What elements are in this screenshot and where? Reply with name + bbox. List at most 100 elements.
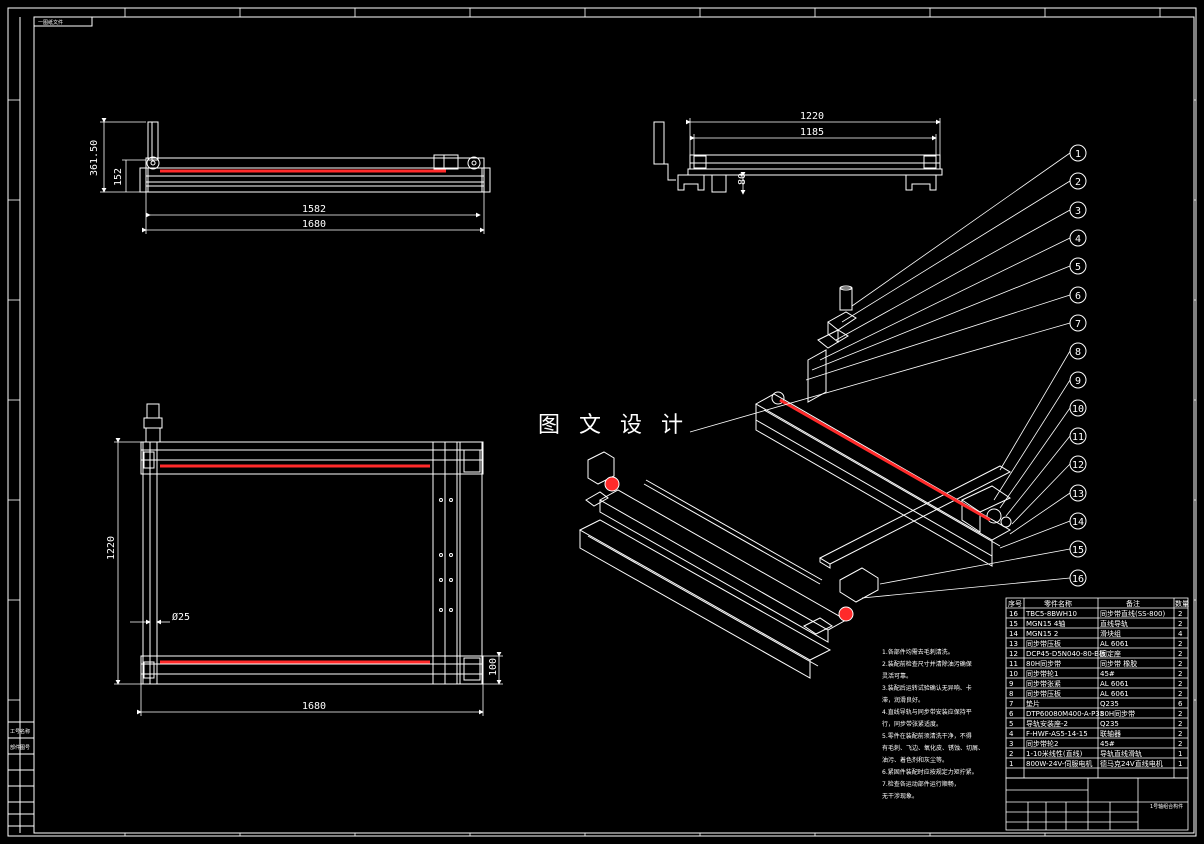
balloon-9: 9: [1075, 376, 1081, 387]
table-row: 2: [1009, 750, 1013, 758]
table-row: 4: [1178, 630, 1183, 638]
balloon-1: 1: [1075, 149, 1081, 160]
table-row: 同步带直线(SS-800): [1100, 609, 1166, 618]
table-row: 2: [1178, 620, 1182, 628]
balloon-8: 8: [1075, 347, 1081, 358]
iso-belt-upper: [779, 398, 991, 522]
table-row: 6: [1009, 710, 1014, 718]
table-row: 1-10米线性(直线): [1026, 749, 1083, 758]
left-strip-label-1: 工号名称: [10, 728, 30, 735]
table-row: 2: [1178, 680, 1182, 688]
dim-side-profile: 80: [737, 173, 748, 185]
note-line-9: 有毛刺、飞边、氧化皮、锈蚀、切屑、: [882, 744, 984, 752]
balloon-15: 15: [1072, 545, 1084, 556]
note-line-3: 灵活可靠。: [882, 672, 912, 680]
bom-header-name: 零件名称: [1044, 599, 1072, 608]
balloon-11: 11: [1072, 432, 1084, 443]
left-strip-label-2: 部件图号: [10, 744, 30, 751]
table-row: 15: [1009, 620, 1018, 628]
table-row: 2: [1178, 660, 1182, 668]
note-line-2: 2.装配前检查尺寸并清除油污确保: [882, 660, 972, 668]
note-line-12: 7.检查各运动部件运行顺畅，: [882, 780, 960, 788]
balloon-6: 6: [1075, 291, 1081, 302]
table-row: 2: [1178, 740, 1182, 748]
balloon-5: 5: [1075, 262, 1081, 273]
table-row: 2: [1178, 670, 1182, 678]
table-row: 联轴器: [1100, 729, 1121, 738]
top-view: [140, 403, 484, 685]
table-row: 6: [1178, 700, 1183, 708]
bom-header: 序号 零件名称 备注 数量: [1008, 599, 1189, 608]
balloon-12: 12: [1072, 460, 1084, 471]
bom-table: [1005, 597, 1189, 779]
table-row: 80H同步带: [1026, 660, 1061, 668]
table-row: DTP60080M400-A-P35: [1026, 710, 1104, 718]
table-row: Q235: [1100, 720, 1119, 728]
table-row: 2: [1178, 690, 1182, 698]
table-row: 2: [1178, 640, 1182, 648]
corner-label: 一图纸文件: [38, 19, 63, 26]
dim-top-width: 1220: [106, 536, 117, 560]
top-dimensions: [114, 438, 503, 716]
table-row: 1: [1178, 760, 1182, 768]
table-row: 2: [1178, 730, 1182, 738]
note-line-11: 6.紧固件装配时应按规定力矩拧紧。: [882, 768, 978, 776]
note-line-4: 3.装配后运转试验确认无异响、卡: [882, 684, 972, 692]
table-row: Q235: [1100, 700, 1119, 708]
table-row: AL 6061: [1100, 680, 1129, 688]
note-line-13: 无干涉现象。: [882, 792, 918, 800]
table-row: 45#: [1100, 670, 1115, 678]
dim-front-rail-height: 152: [113, 168, 124, 186]
table-row: 1: [1178, 750, 1182, 758]
front-view: [139, 121, 491, 193]
table-row: 同步带轮2: [1026, 739, 1058, 748]
note-line-7: 行，同步带张紧适度。: [882, 720, 942, 728]
bom-header-remark: 备注: [1126, 599, 1140, 608]
dim-top-length: 1680: [302, 701, 326, 712]
table-row: 滑块组: [1100, 629, 1121, 638]
balloon-14: 14: [1072, 517, 1084, 528]
balloon-numbers: 1 2 3 4 5 6 7 8 9 10 11 12 13 14 15 16: [1072, 149, 1084, 585]
bom-header-no: 序号: [1008, 599, 1022, 608]
table-row: 45#: [1100, 740, 1115, 748]
table-row: 800W-24V-伺服电机: [1026, 759, 1092, 768]
balloon-10: 10: [1072, 404, 1084, 415]
table-row: MGN15 2: [1026, 630, 1058, 638]
iso-pulley-right: [838, 606, 854, 622]
dim-top-diameter: Ø25: [172, 611, 190, 623]
dim-front-outer-length: 1680: [302, 219, 326, 230]
table-row: 固定座: [1100, 649, 1121, 658]
watermark: 图 文 设 计: [538, 413, 689, 438]
table-row: 13: [1009, 640, 1018, 648]
bom-rows: 16 TBC5-8BWH10 同步带直线(SS-800) 2 15 MGN15 …: [1009, 609, 1183, 768]
table-row: 德马克24V直线电机: [1100, 759, 1163, 768]
dim-side-inner-width: 1185: [800, 127, 824, 138]
table-row: 2: [1178, 710, 1182, 718]
technical-notes: 1.各部件均需去毛刺清洗。 2.装配前检查尺寸并清除油污确保 灵活可靠。 3.装…: [882, 648, 984, 800]
table-row: 11: [1009, 660, 1018, 668]
note-line-1: 1.各部件均需去毛刺清洗。: [882, 648, 954, 656]
table-row: 8: [1009, 690, 1013, 698]
note-line-6: 4.直线导轨与同步带安装应保持平: [882, 708, 972, 716]
table-row: 2: [1178, 650, 1182, 658]
table-row: 直线导轨: [1100, 619, 1128, 628]
title-block: [1005, 777, 1189, 831]
balloon-7: 7: [1075, 319, 1081, 330]
table-row: AL 6061: [1100, 640, 1129, 648]
table-row: 1: [1009, 760, 1013, 768]
dim-front-inner-length: 1582: [302, 204, 326, 215]
table-row: AL 6061: [1100, 690, 1129, 698]
note-line-10: 油污、着色剂和灰尘等。: [882, 756, 948, 764]
balloon-13: 13: [1072, 489, 1084, 500]
table-row: 9: [1009, 680, 1013, 688]
table-row: 3: [1009, 740, 1013, 748]
table-row: 导轨直线滑轨: [1100, 749, 1142, 758]
isometric-view: [578, 285, 1012, 679]
table-row: 2: [1178, 720, 1182, 728]
side-dimensions: [686, 118, 941, 195]
table-row: 5: [1009, 720, 1013, 728]
balloon-16: 16: [1072, 574, 1084, 585]
table-row: DCP45-D5N040-80-B板: [1026, 649, 1106, 658]
note-line-5: 滞，润滑良好。: [882, 696, 924, 704]
